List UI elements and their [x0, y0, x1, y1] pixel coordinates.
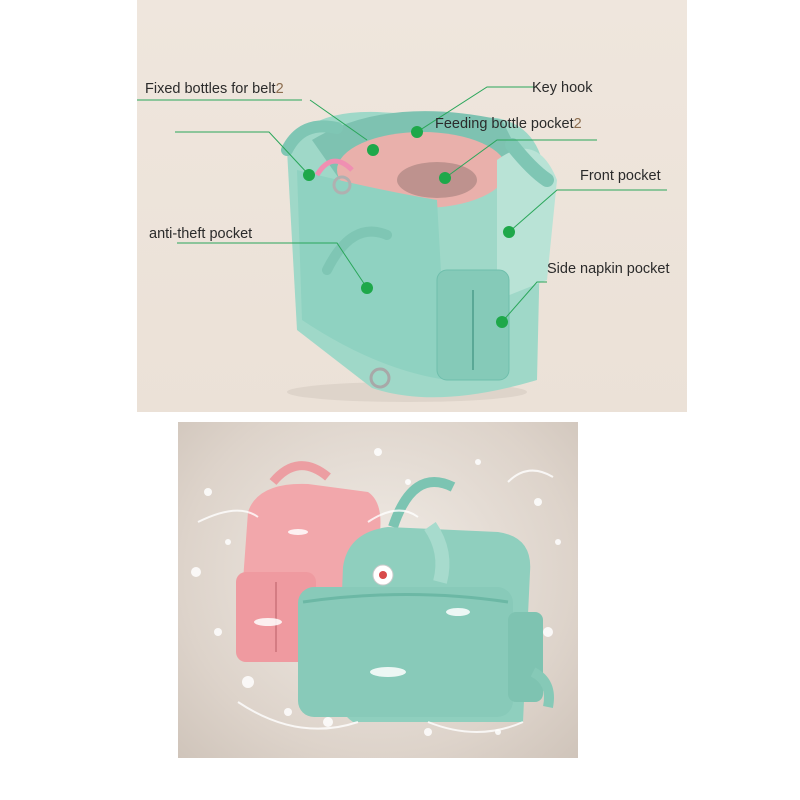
marker-fixed-bottles	[303, 169, 315, 181]
marker-bottles-belt	[367, 144, 379, 156]
marker-anti-theft	[361, 282, 373, 294]
callout-feeding-bottle: Feeding bottle pocket2	[435, 116, 582, 132]
marker-side-napkin	[496, 316, 508, 328]
callout-anti-theft: anti-theft pocket	[149, 226, 253, 242]
mint-bag	[298, 477, 554, 722]
marker-key-hook	[411, 126, 423, 138]
marker-feeding-bottle	[439, 172, 451, 184]
callout-front-pocket: Front pocket	[580, 168, 661, 184]
callout-side-napkin: Side napkin pocket	[547, 261, 670, 277]
callout-fixed-bottles: Fixed bottles for belt2	[145, 81, 284, 97]
waterproof-splash-image	[178, 422, 578, 758]
callout-key-hook: Key hook	[532, 80, 593, 96]
product-feature-image: Fixed bottles for belt2 Key hook Feeding…	[137, 0, 687, 412]
water-splash	[191, 448, 561, 736]
marker-front-pocket	[503, 226, 515, 238]
bag-illustration	[137, 86, 667, 402]
splash-illustration	[191, 448, 561, 736]
